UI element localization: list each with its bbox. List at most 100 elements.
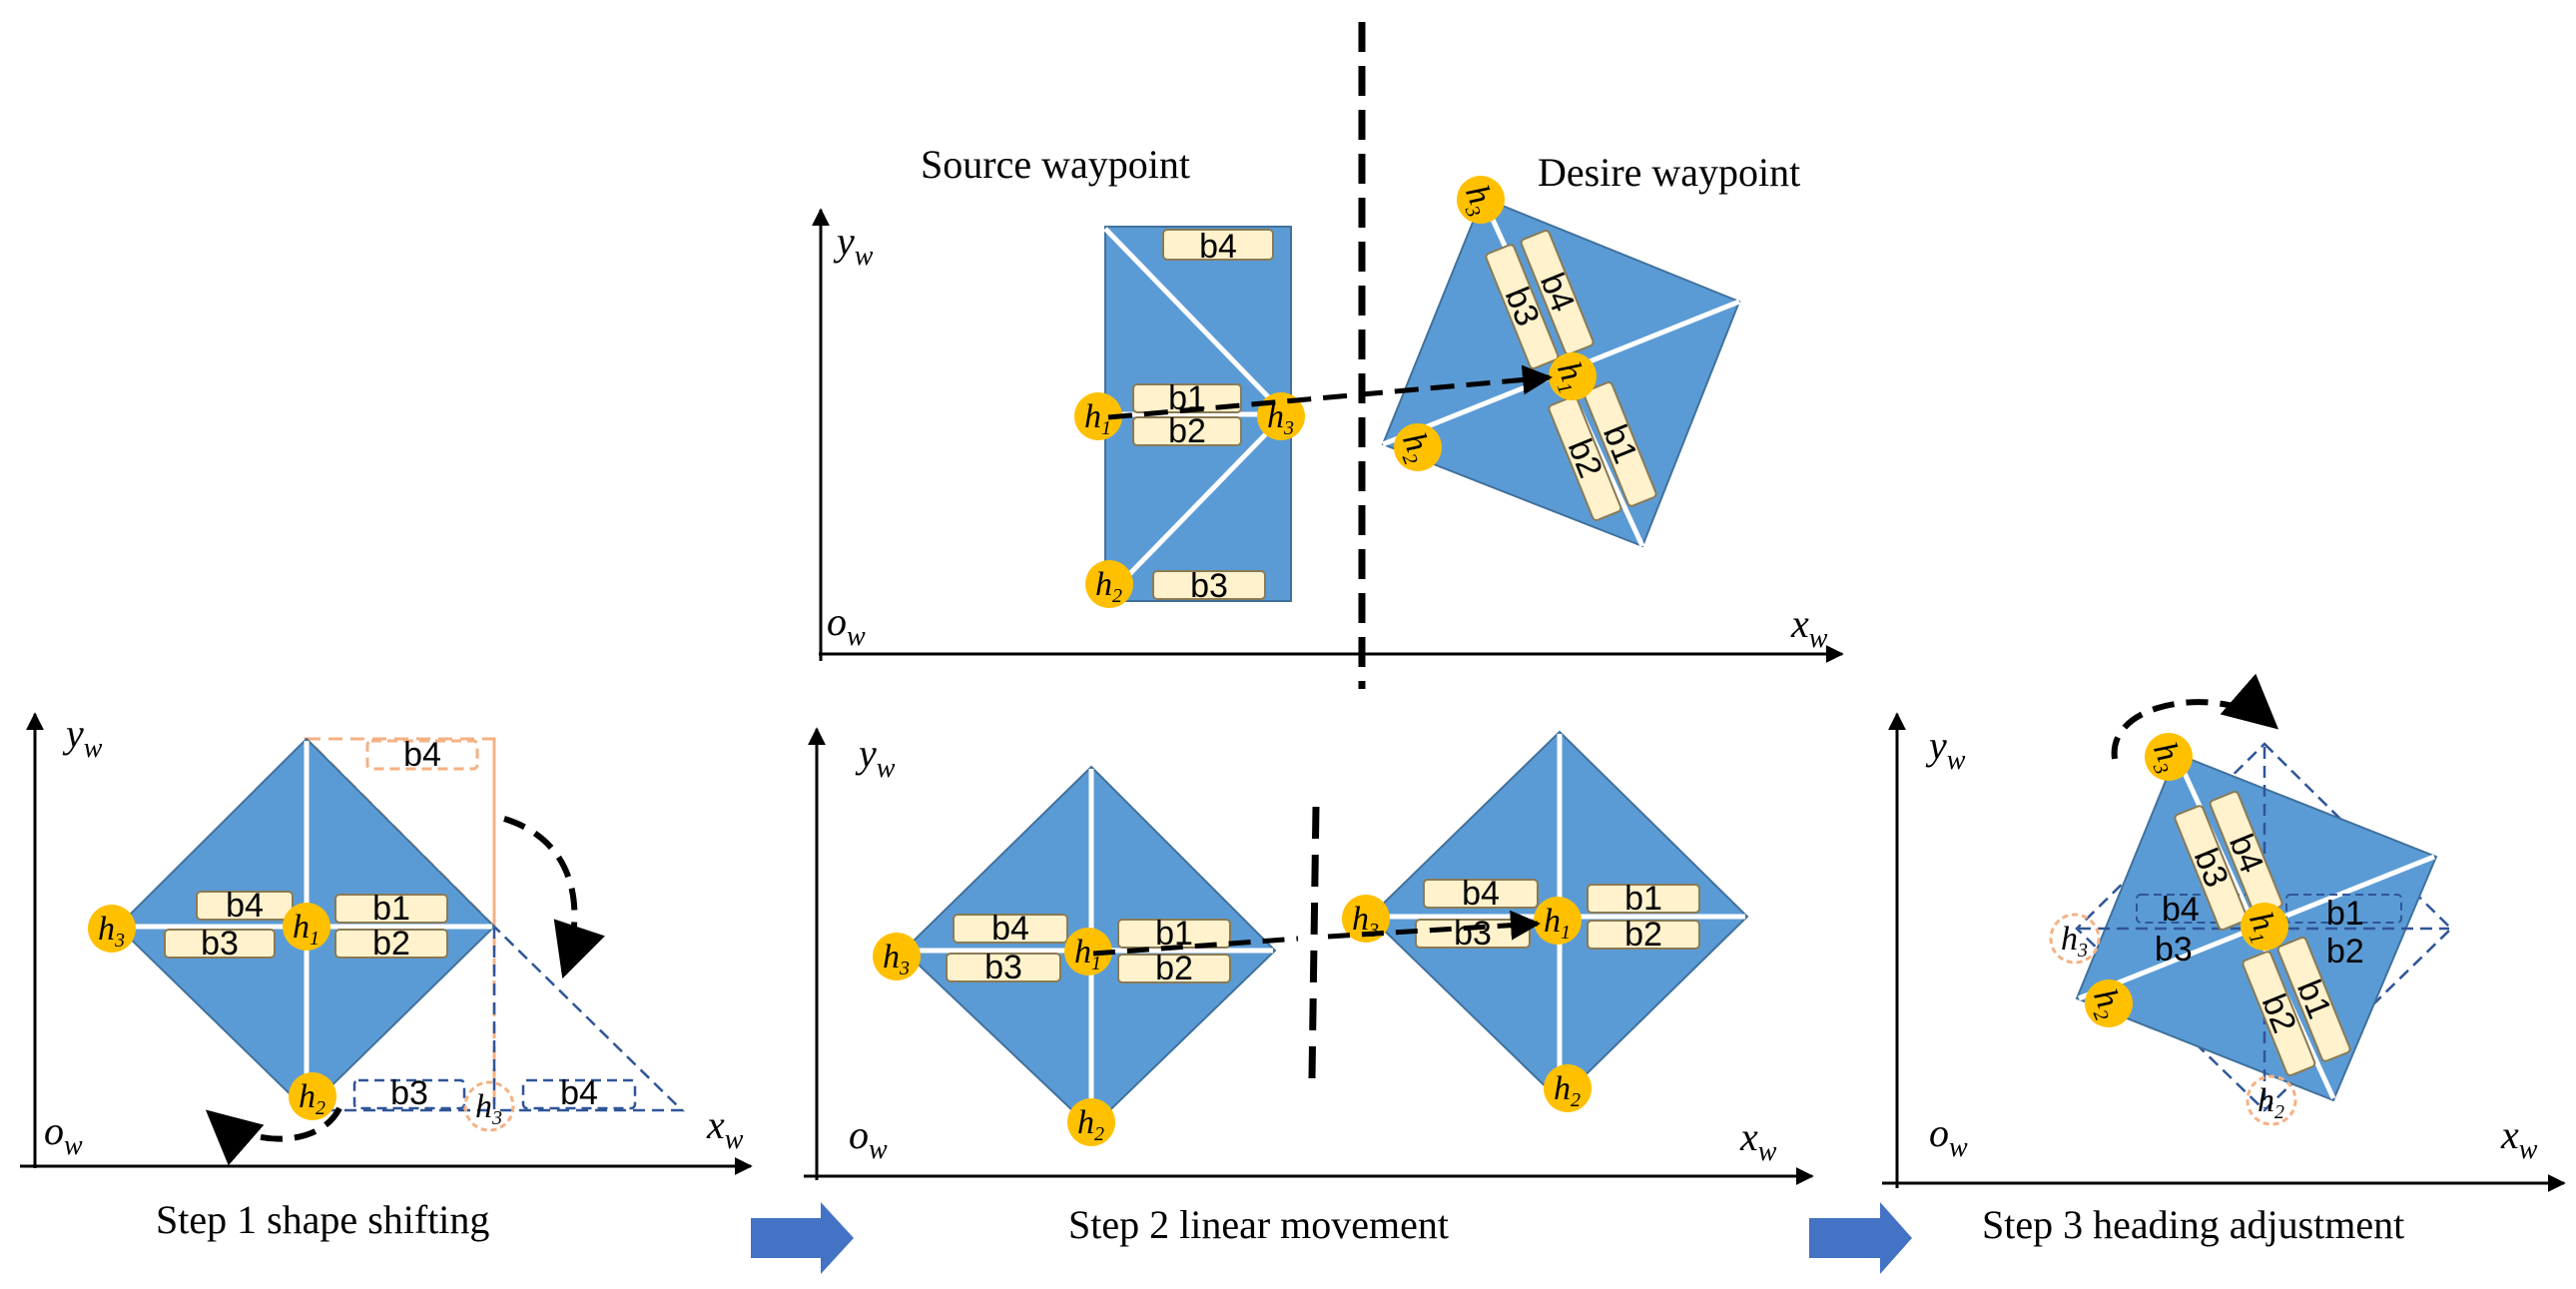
bar-b1	[1587, 884, 1700, 914]
bar-b4	[1520, 229, 1595, 355]
top-origin-label: ow	[827, 599, 866, 652]
node-h2	[1544, 1064, 1592, 1112]
step1-ghost-b4b-label: b4	[560, 1074, 598, 1112]
step3-b3-label: b3	[2155, 931, 2193, 968]
node-h2-label: h2	[1554, 1070, 1581, 1111]
bar-b2	[2242, 951, 2316, 1077]
bar-b1-label: b1	[372, 890, 410, 928]
node-h1-label: h1	[1084, 398, 1111, 439]
bar-b2	[1587, 920, 1700, 950]
bar-b3-label: b3	[984, 949, 1022, 986]
source-formation: b4 b1 b2 b3 h1 h3 h2	[1074, 226, 1305, 608]
right-arrow-icon	[751, 1202, 854, 1274]
step1-ghost-b4b	[521, 1078, 637, 1110]
bar-b4-label: b4	[1199, 228, 1237, 266]
step3-origin-label: ow	[1929, 1110, 1968, 1163]
step2-y-label: yw	[855, 731, 896, 784]
node-h2	[1085, 560, 1133, 608]
node-h3-ghost	[2049, 913, 2101, 965]
node-h3-ghost-label: h3	[475, 1088, 502, 1129]
bar-b3	[164, 929, 276, 959]
bar-b1	[1583, 380, 1657, 507]
node-h2	[1067, 1098, 1115, 1146]
node-h1	[283, 903, 330, 951]
node-h2-label: h2	[1095, 566, 1122, 607]
right-arrow-icon	[1809, 1202, 1912, 1274]
step2-caption: Step 2 linear movement	[1068, 1202, 1449, 1247]
bar-b3-label: b3	[1190, 567, 1228, 605]
step3-y-label: yw	[1925, 723, 1966, 776]
curved-dashed-arrow-icon	[503, 816, 605, 979]
bar-b4-label: b4	[226, 887, 264, 925]
top-y-label: yw	[833, 219, 874, 272]
bar-b4	[196, 891, 294, 921]
top-x-label: xw	[1790, 601, 1828, 654]
step3-caption: Step 3 heading adjustment	[1982, 1202, 2404, 1247]
step2-x-label: xw	[1739, 1114, 1777, 1167]
node-h3-label: h3	[1267, 398, 1294, 439]
step1-ghost-triangle-blue	[492, 924, 686, 1112]
bar-b4	[1162, 229, 1274, 261]
step1-ghost-b3	[352, 1078, 466, 1110]
bar-b3-label: b3	[201, 925, 239, 963]
bar-b3	[1485, 244, 1560, 370]
top-panel: yw xw ow Source waypoint Desire waypoint…	[812, 22, 1844, 689]
node-h3-ghost-label: h3	[2061, 921, 2088, 962]
node-h2-ghost	[2246, 1074, 2297, 1126]
step1-caption: Step 1 shape shifting	[156, 1197, 489, 1242]
step1-origin-label: ow	[44, 1108, 83, 1161]
bar-b1-label: b1	[1624, 880, 1662, 918]
step3-x-label: xw	[2500, 1112, 2538, 1165]
node-h2	[2085, 979, 2133, 1027]
bar-b2-label: b2	[372, 925, 410, 963]
node-h2-label: h2	[1077, 1104, 1104, 1145]
curved-dashed-arrow-icon	[205, 1106, 342, 1166]
step1-ghost-b4-label: b4	[403, 736, 441, 774]
node-h3	[2145, 733, 2193, 781]
step2-panel: yw xw ow b4 b3 b1 b2 h3 h1 h2 b4 b3 b1 b…	[804, 727, 1814, 1247]
node-h3-label: h3	[98, 911, 125, 952]
step1-ghost-b4	[365, 739, 479, 771]
step2-movement-arrow-a	[1092, 936, 1299, 957]
step3-b1-label: b1	[2326, 895, 2364, 933]
bar-b4-label: b4	[991, 910, 1029, 948]
node-h3	[88, 905, 136, 953]
desire-formation: b4 b3 b1 b2 h3 h1 h2	[1381, 176, 1741, 548]
node-h1-label: h1	[1544, 903, 1571, 944]
bar-b2	[1117, 954, 1231, 983]
bar-b4-label: b4	[1462, 875, 1500, 913]
node-h2-ghost-label: h2	[2257, 1082, 2284, 1123]
step1-panel: yw xw ow b4 b3 b4 b4 b3 b1 b2 h3 h1 h2 h…	[20, 711, 753, 1242]
step3-b2-label: b2	[2326, 933, 2364, 970]
step2-divider	[1308, 806, 1320, 1079]
step1-y-label: yw	[62, 711, 103, 764]
bar-b2	[1548, 395, 1622, 522]
bar-b3	[1152, 570, 1266, 600]
step3-ghost-b1-box	[2285, 894, 2402, 924]
step1-ghost-b3-label: b3	[390, 1074, 428, 1112]
bar-b3	[2174, 805, 2249, 932]
node-h3-label: h3	[883, 939, 910, 979]
node-h1-label: h1	[293, 909, 320, 950]
node-h1	[1534, 897, 1582, 945]
bar-b2	[1132, 416, 1242, 446]
node-h3	[1342, 895, 1390, 943]
bar-b4	[953, 914, 1068, 944]
step2-origin-label: ow	[849, 1112, 888, 1165]
node-h3-label: h3	[1352, 901, 1379, 942]
step3-panel: yw xw ow b4 b3 b1 b2 b4 b3 b1 b2 h3	[1882, 673, 2566, 1247]
top-movement-arrow	[1107, 364, 1553, 420]
node-h1	[2241, 903, 2288, 951]
node-h1	[1074, 392, 1122, 440]
bar-b2	[334, 929, 448, 959]
bar-b1	[2276, 936, 2351, 1062]
node-h1	[1064, 928, 1112, 975]
node-h1-label: h1	[1074, 934, 1101, 974]
source-waypoint-label: Source waypoint	[921, 142, 1190, 187]
node-h3	[1457, 176, 1505, 224]
node-h2	[289, 1072, 336, 1120]
node-h2-label: h2	[299, 1078, 325, 1119]
step1-x-label: xw	[706, 1102, 744, 1155]
desire-waypoint-label: Desire waypoint	[1538, 150, 1800, 195]
